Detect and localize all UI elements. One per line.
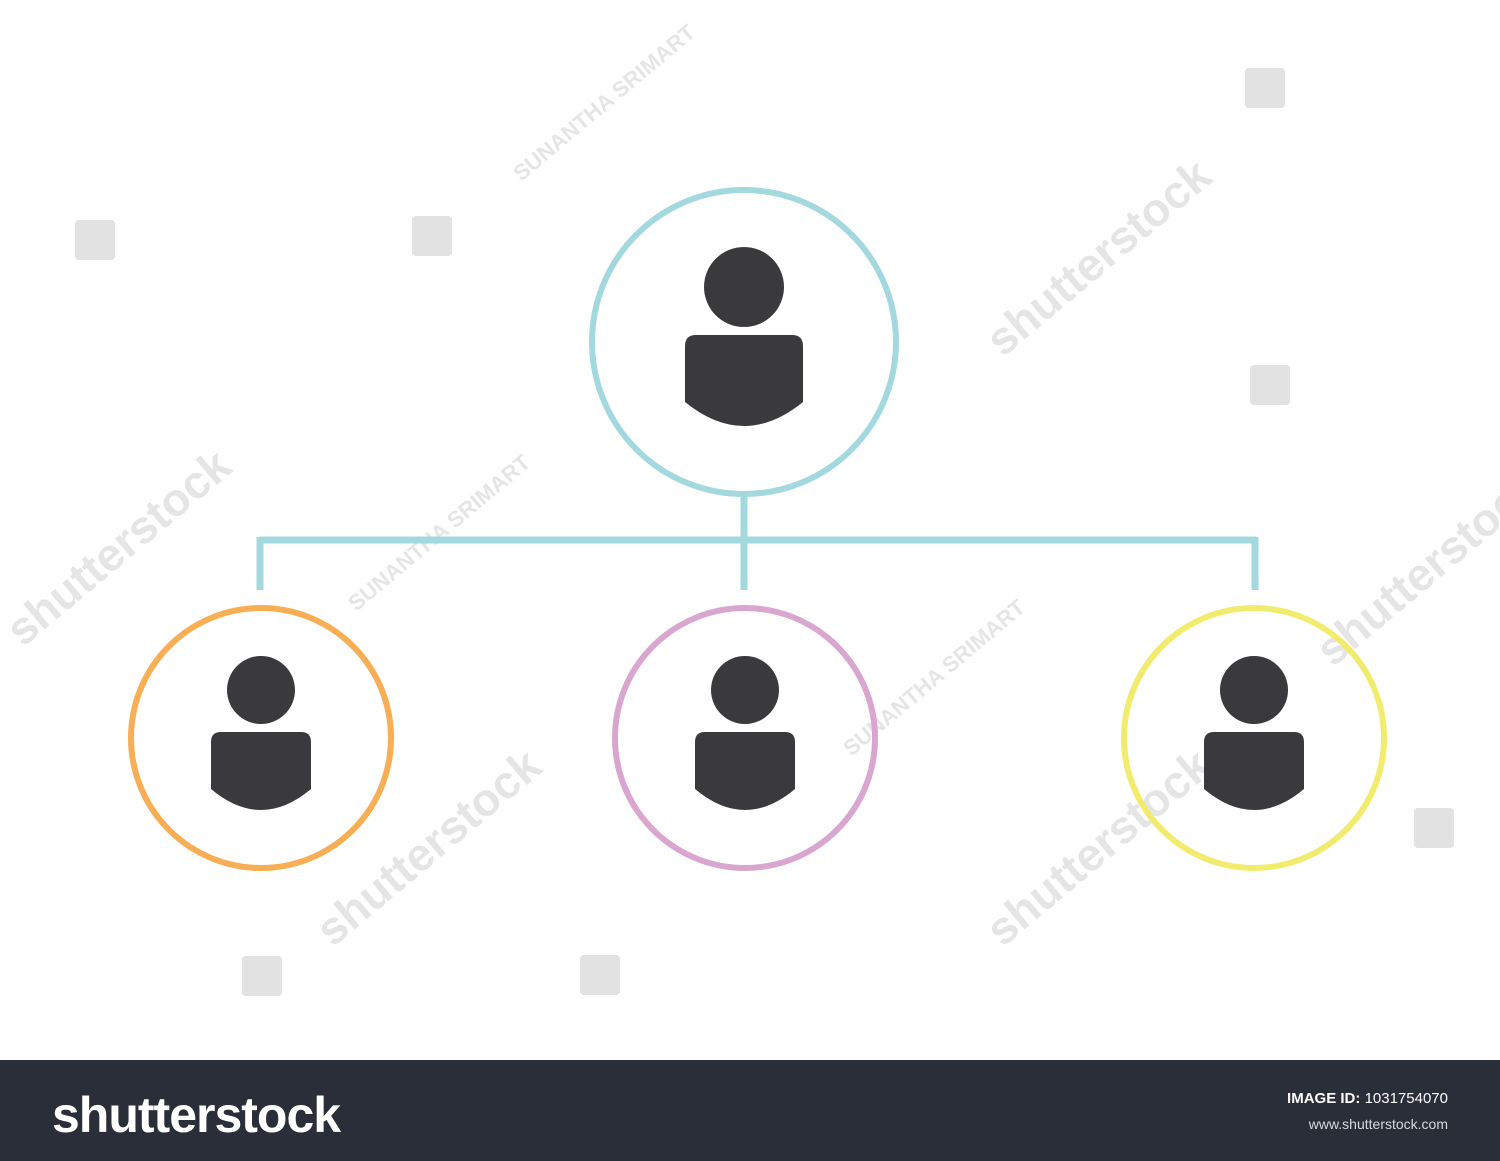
- watermark-square: [412, 216, 452, 256]
- watermark-square: [1245, 68, 1285, 108]
- node-root: [589, 187, 899, 497]
- org-chart-svg: [128, 187, 1387, 871]
- node-root-ring: [589, 187, 899, 497]
- image-id-label: IMAGE ID:: [1287, 1090, 1361, 1107]
- node-child-right-ring: [1121, 605, 1387, 871]
- node-child-left-ring: [128, 605, 394, 871]
- person-icon: [1204, 656, 1304, 810]
- node-child-right: [1121, 605, 1387, 871]
- person-icon: [695, 656, 795, 810]
- org-chart-canvas: shutterstock shutterstock shutterstock s…: [0, 19, 1500, 996]
- image-id-value: 1031754070: [1364, 1090, 1448, 1107]
- node-child-center-ring: [612, 605, 878, 871]
- watermark-square: [1250, 365, 1290, 405]
- shutterstock-logo: shutterstock: [52, 1087, 341, 1143]
- person-icon: [211, 656, 311, 810]
- watermark-square: [75, 220, 115, 260]
- site-url: www.shutterstock.com: [1308, 1116, 1448, 1132]
- connector-lines: [256, 496, 1259, 590]
- watermark-square: [580, 955, 620, 995]
- node-child-center: [612, 605, 878, 871]
- footer-bar: shutterstock IMAGE ID: 1031754070 www.sh…: [0, 1060, 1500, 1161]
- watermark-square: [1414, 808, 1454, 848]
- person-icon: [685, 247, 803, 426]
- node-child-left: [128, 605, 394, 871]
- watermark-square: [242, 956, 282, 996]
- image-id: IMAGE ID: 1031754070: [1287, 1090, 1448, 1107]
